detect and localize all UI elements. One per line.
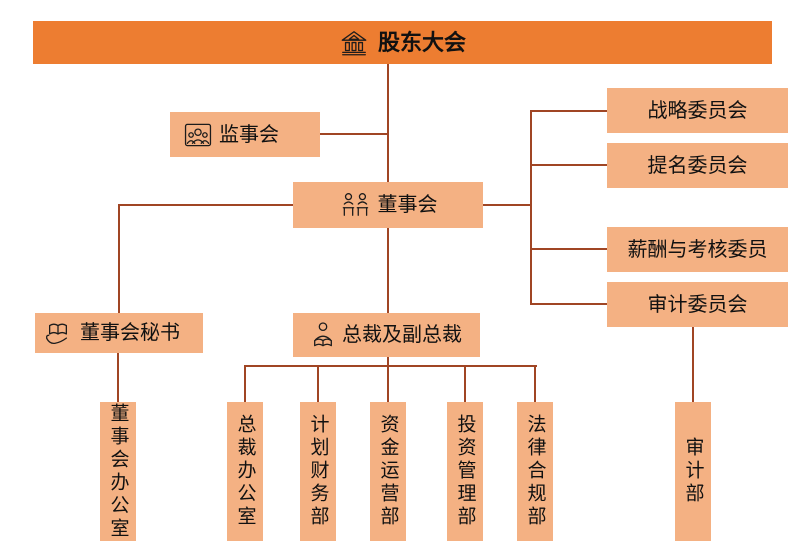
connector-audit-dept <box>692 325 694 402</box>
connector-nomination-branch <box>530 164 607 166</box>
connector-board-secretary-horizontal <box>118 204 293 206</box>
connector-drop-capital <box>387 365 389 402</box>
node-label: 计划财务部 <box>307 414 329 529</box>
node-president-office[interactable]: 总裁办公室 <box>227 402 263 541</box>
node-label: 董事会办公室 <box>107 402 129 541</box>
connector-strategy-branch <box>530 110 607 112</box>
node-board-secretary[interactable]: 董事会秘书 <box>35 313 203 353</box>
node-audit-dept[interactable]: 审计部 <box>675 402 711 541</box>
node-capital-operations-dept[interactable]: 资金运营部 <box>370 402 406 541</box>
node-label: 董事会 <box>377 194 438 216</box>
node-supervisory-board[interactable]: 监事会 <box>170 112 320 157</box>
connector-board-committees <box>483 204 531 206</box>
node-label: 总裁及副总裁 <box>342 324 462 346</box>
executive-icon <box>311 321 335 349</box>
connector-president-down <box>387 357 389 367</box>
node-board-office[interactable]: 董事会办公室 <box>100 402 136 541</box>
node-planning-finance-dept[interactable]: 计划财务部 <box>300 402 336 541</box>
connector-committee-spine <box>530 110 532 305</box>
connector-departments-distribution <box>244 365 537 367</box>
node-investment-management-dept[interactable]: 投资管理部 <box>447 402 483 541</box>
node-shareholders-meeting[interactable]: 股东大会 <box>33 21 772 64</box>
board-members-icon <box>339 192 371 218</box>
node-legal-compliance-dept[interactable]: 法律合规部 <box>517 402 553 541</box>
group-frame-icon <box>184 123 212 147</box>
connector-secretary-office <box>117 353 119 402</box>
connector-shareholders-board <box>387 64 389 182</box>
node-label: 股东大会 <box>377 29 466 55</box>
bank-icon <box>339 28 369 58</box>
node-label: 投资管理部 <box>454 414 476 529</box>
node-label: 董事会秘书 <box>80 322 180 344</box>
connector-supervisory <box>320 133 388 135</box>
node-label: 总裁办公室 <box>234 414 256 529</box>
node-label: 监事会 <box>219 123 279 146</box>
node-president-vps[interactable]: 总裁及副总裁 <box>293 313 480 357</box>
connector-board-secretary-vertical <box>118 204 120 313</box>
connector-drop-finance <box>317 365 319 402</box>
node-remuneration-committee[interactable]: 薪酬与考核委员 <box>607 227 788 272</box>
node-nomination-committee[interactable]: 提名委员会 <box>607 143 788 188</box>
connector-drop-president-office <box>244 365 246 402</box>
node-label: 提名委员会 <box>647 154 748 177</box>
node-label: 审计委员会 <box>647 293 748 316</box>
node-strategy-committee[interactable]: 战略委员会 <box>607 88 788 133</box>
connector-drop-investment <box>464 365 466 402</box>
node-audit-committee[interactable]: 审计委员会 <box>607 282 788 327</box>
connector-board-president <box>387 228 389 313</box>
node-label: 战略委员会 <box>647 99 748 122</box>
node-label: 审计部 <box>682 437 704 506</box>
node-label: 薪酬与考核委员 <box>627 238 768 261</box>
node-board-of-directors[interactable]: 董事会 <box>293 182 483 228</box>
book-hand-icon <box>43 320 73 346</box>
connector-audit-committee-branch <box>530 303 607 305</box>
connector-remuneration-branch <box>530 248 607 250</box>
node-label: 法律合规部 <box>524 414 546 529</box>
node-label: 资金运营部 <box>377 414 399 529</box>
connector-drop-legal <box>534 365 536 402</box>
